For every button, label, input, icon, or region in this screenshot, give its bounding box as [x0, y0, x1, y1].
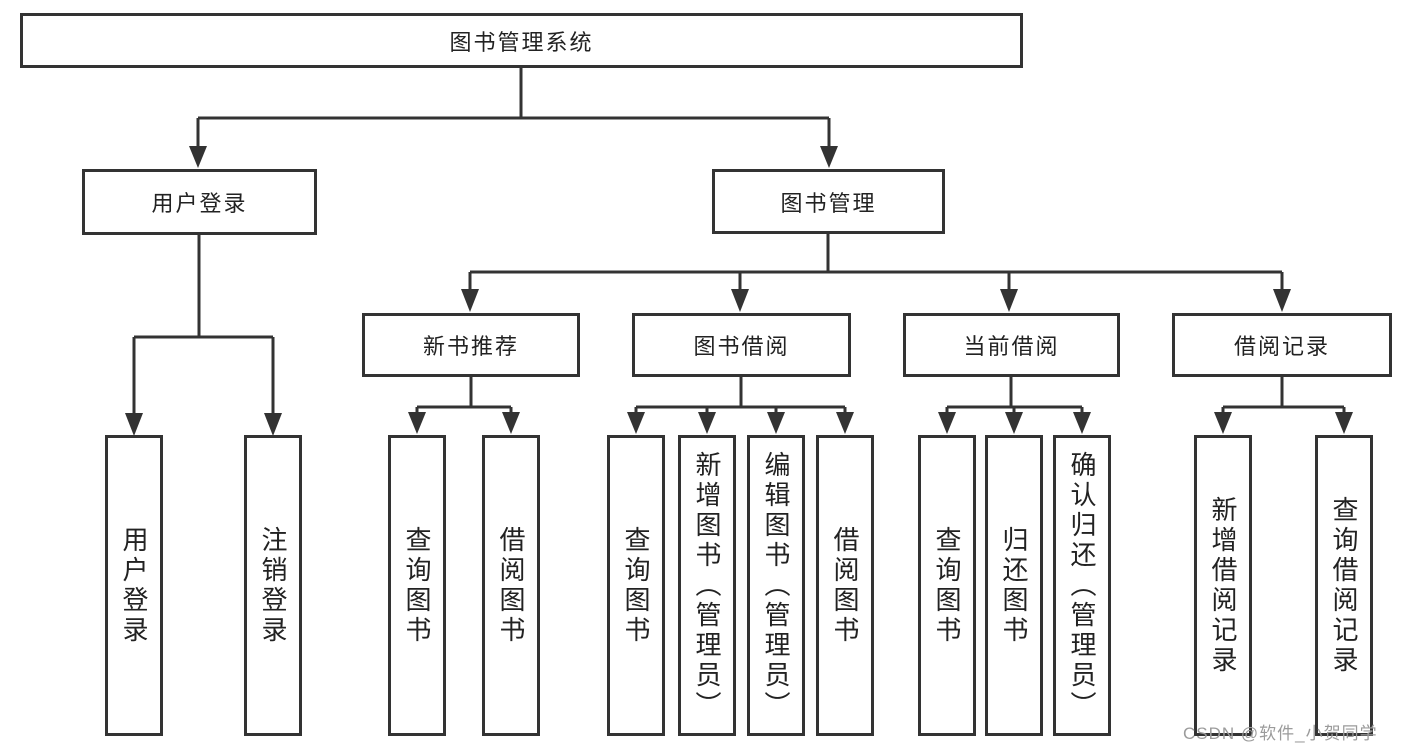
leaf-label: 借阅图书 [830, 525, 860, 646]
leaf-confirm-return-admin: 确认归还（管理员） [1053, 435, 1111, 736]
node-label: 图书管理系统 [449, 29, 594, 55]
leaf-label: 查询图书 [932, 525, 962, 646]
node-user-login: 用户登录 [82, 169, 317, 235]
node-label: 图书管理 [780, 190, 877, 216]
leaf-query-books-borrow: 查询图书 [607, 435, 665, 736]
leaf-add-books-admin: 新增图书（管理员） [678, 435, 736, 736]
leaf-label: 编辑图书（管理员） [761, 450, 791, 721]
arrowheads-current-leaves [938, 412, 1091, 434]
arrowheads-borrow-leaves [627, 412, 854, 434]
node-label: 用户登录 [151, 191, 248, 216]
arrowheads-records-leaves [1214, 412, 1353, 434]
leaf-label: 查询借阅记录 [1329, 495, 1359, 676]
leaf-label: 查询图书 [402, 525, 432, 646]
arrowheads-recommend-leaves [408, 412, 520, 434]
leaf-borrow-books: 借阅图书 [816, 435, 874, 736]
leaf-label: 归还图书 [999, 525, 1029, 646]
leaf-label: 注销登录 [258, 525, 288, 646]
leaf-return-books: 归还图书 [985, 435, 1043, 736]
arrowheads-level2 [189, 146, 838, 168]
node-label: 借阅记录 [1233, 334, 1330, 359]
leaf-label: 确认归还（管理员） [1067, 450, 1097, 721]
leaf-label: 用户登录 [119, 525, 149, 646]
connector-recommend-to-leaves [415, 377, 513, 414]
leaf-query-books-recommend: 查询图书 [388, 435, 446, 736]
leaf-logout: 注销登录 [244, 435, 302, 736]
node-book-borrowing: 图书借阅 [632, 313, 851, 377]
leaf-borrow-books-recommend: 借阅图书 [482, 435, 540, 736]
connector-root-to-level2 [196, 68, 831, 147]
leaf-label: 查询图书 [621, 525, 651, 646]
leaf-label: 借阅图书 [496, 525, 526, 646]
leaf-label: 新增借阅记录 [1208, 495, 1238, 676]
node-library-management-system: 图书管理系统 [20, 13, 1023, 68]
leaf-query-borrow-record: 查询借阅记录 [1315, 435, 1373, 736]
csdn-watermark: CSDN @软件_小贺同学 [1183, 724, 1378, 743]
leaf-add-borrow-record: 新增借阅记录 [1194, 435, 1252, 736]
node-borrowing-records: 借阅记录 [1172, 313, 1392, 377]
node-label: 图书借阅 [693, 334, 790, 359]
arrowheads-level3 [461, 289, 1291, 312]
node-label: 新书推荐 [422, 334, 519, 359]
leaf-query-books-current: 查询图书 [918, 435, 976, 736]
connector-bookmgmt-to-level3 [468, 234, 1284, 291]
connector-borrow-to-leaves [634, 377, 847, 414]
node-new-book-recommend: 新书推荐 [362, 313, 580, 377]
connector-records-to-leaves [1221, 377, 1346, 414]
leaf-user-login: 用户登录 [105, 435, 163, 736]
leaf-label: 新增图书（管理员） [692, 450, 722, 721]
node-book-management: 图书管理 [712, 169, 945, 234]
node-label: 当前借阅 [963, 334, 1060, 359]
connector-userlogin-to-leaves [132, 235, 275, 415]
connector-current-to-leaves [945, 377, 1084, 414]
node-current-borrowing: 当前借阅 [903, 313, 1120, 377]
leaf-edit-books-admin: 编辑图书（管理员） [747, 435, 805, 736]
arrowheads-userlogin-leaves [125, 413, 282, 436]
